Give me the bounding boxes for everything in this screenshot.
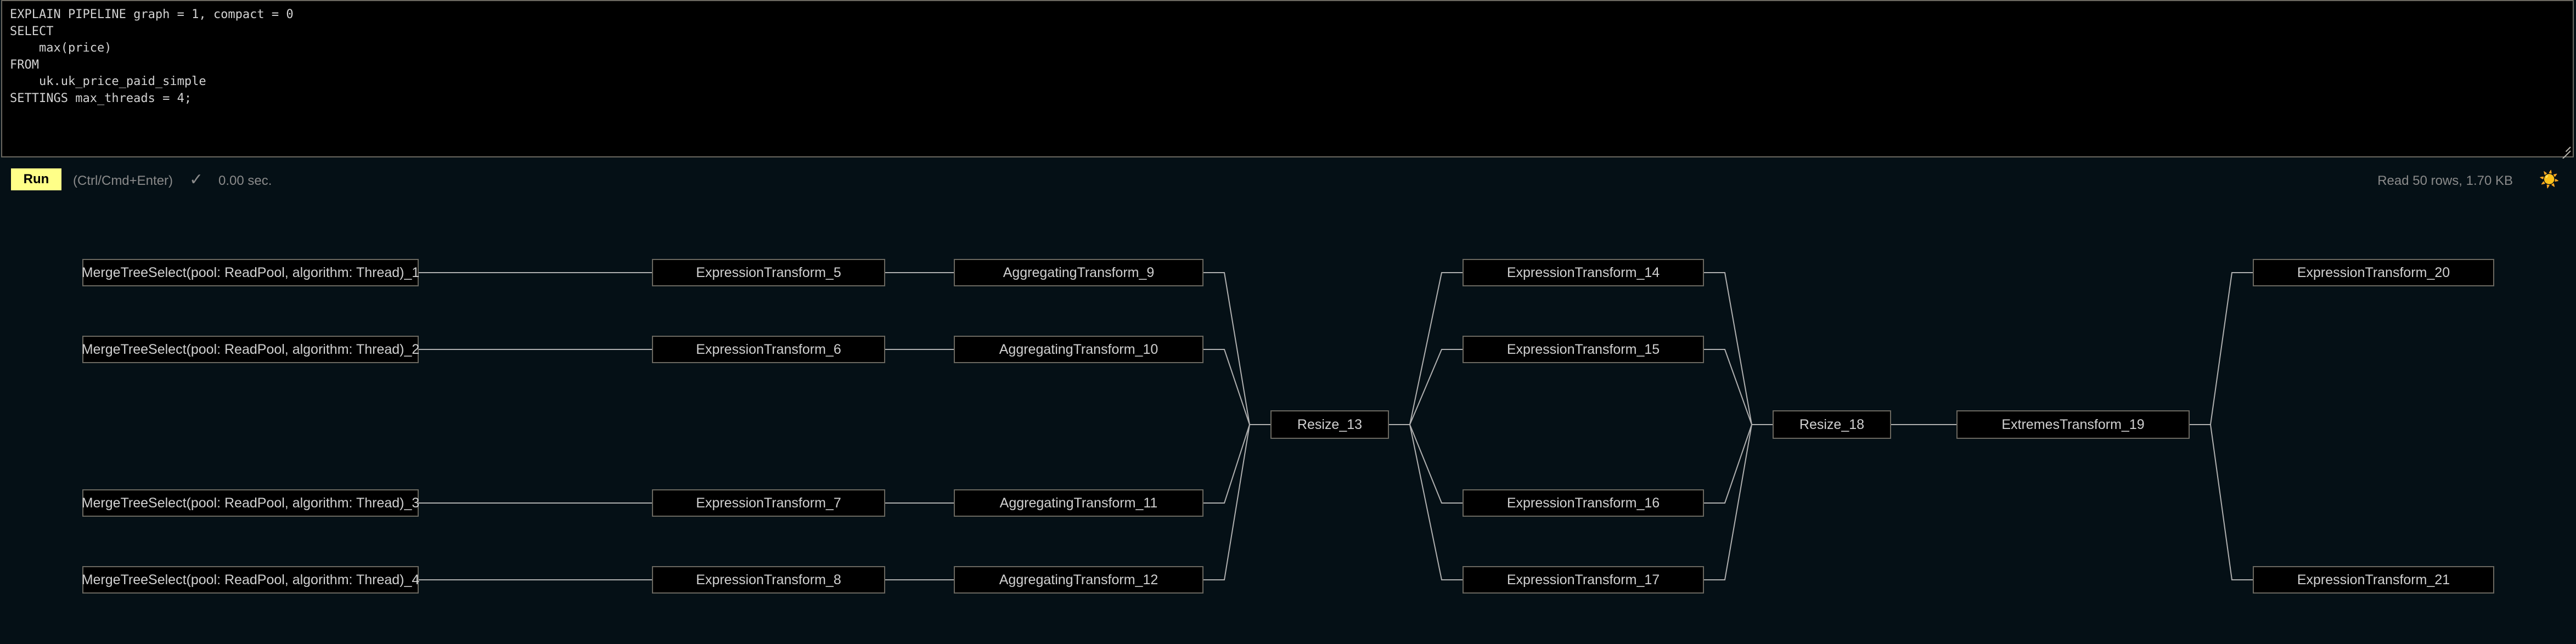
graph-node[interactable]: ExpressionTransform_7 xyxy=(652,489,885,517)
graph-edge xyxy=(1203,424,1270,504)
graph-node-label: MergeTreeSelect(pool: ReadPool, algorith… xyxy=(81,264,420,280)
graph-edge xyxy=(1389,424,1463,580)
elapsed-time-label: 0.00 sec. xyxy=(218,173,272,188)
graph-node[interactable]: ExpressionTransform_17 xyxy=(1463,566,1704,594)
graph-edge xyxy=(1203,349,1270,425)
graph-edge xyxy=(1704,272,1773,425)
graph-node[interactable]: MergeTreeSelect(pool: ReadPool, algorith… xyxy=(82,489,419,517)
graph-node-label: ExpressionTransform_20 xyxy=(2297,264,2450,280)
graph-node[interactable]: AggregatingTransform_11 xyxy=(954,489,1203,517)
graph-node[interactable]: Resize_13 xyxy=(1270,410,1389,439)
graph-node-label: AggregatingTransform_10 xyxy=(999,341,1158,357)
graph-node[interactable]: MergeTreeSelect(pool: ReadPool, algorith… xyxy=(82,259,419,286)
graph-edge xyxy=(1389,272,1463,425)
graph-node-label: ExpressionTransform_8 xyxy=(696,572,841,587)
graph-node-label: ExtremesTransform_19 xyxy=(2001,416,2145,432)
graph-node-label: ExpressionTransform_14 xyxy=(1506,264,1660,280)
graph-edge-layer xyxy=(419,272,2253,580)
graph-node-label: ExpressionTransform_7 xyxy=(696,495,841,511)
graph-node[interactable]: ExtremesTransform_19 xyxy=(1956,410,2190,439)
read-stats-label: Read 50 rows, 1.70 KB xyxy=(2377,173,2513,188)
graph-node-label: ExpressionTransform_15 xyxy=(1506,341,1660,357)
sql-query-input[interactable] xyxy=(1,0,2574,157)
graph-edge xyxy=(1704,424,1773,504)
graph-node-label: ExpressionTransform_5 xyxy=(696,264,841,280)
graph-node-label: Resize_13 xyxy=(1297,416,1363,432)
graph-edge xyxy=(1389,424,1463,504)
graph-node-label: Resize_18 xyxy=(1799,416,1865,432)
graph-node-label: AggregatingTransform_11 xyxy=(999,495,1158,511)
graph-edge xyxy=(1704,424,1773,580)
graph-node[interactable]: ExpressionTransform_5 xyxy=(652,259,885,286)
graph-edge xyxy=(1704,349,1773,425)
graph-node[interactable]: AggregatingTransform_9 xyxy=(954,259,1203,286)
graph-node[interactable]: MergeTreeSelect(pool: ReadPool, algorith… xyxy=(82,336,419,363)
graph-node[interactable]: ExpressionTransform_20 xyxy=(2253,259,2494,286)
graph-edge xyxy=(1389,349,1463,425)
graph-node[interactable]: ExpressionTransform_16 xyxy=(1463,489,1704,517)
query-toolbar: Run (Ctrl/Cmd+Enter) ✓ 0.00 sec. Read 50… xyxy=(0,159,2576,199)
sun-icon[interactable]: ☀️ xyxy=(2539,171,2560,189)
graph-node-label: ExpressionTransform_6 xyxy=(696,341,841,357)
graph-node-label: ExpressionTransform_17 xyxy=(1506,572,1660,587)
graph-node[interactable]: Resize_18 xyxy=(1773,410,1891,439)
graph-node-label: ExpressionTransform_21 xyxy=(2297,572,2450,587)
graph-edge xyxy=(2190,272,2253,425)
graph-node[interactable]: AggregatingTransform_10 xyxy=(954,336,1203,363)
graph-node[interactable]: ExpressionTransform_8 xyxy=(652,566,885,594)
graph-node-label: AggregatingTransform_9 xyxy=(1003,264,1155,280)
sql-editor-panel xyxy=(0,0,2576,159)
graph-edge xyxy=(1203,424,1270,580)
graph-node[interactable]: ExpressionTransform_14 xyxy=(1463,259,1704,286)
graph-node[interactable]: ExpressionTransform_6 xyxy=(652,336,885,363)
graph-node-label: AggregatingTransform_12 xyxy=(999,572,1158,587)
graph-node-label: MergeTreeSelect(pool: ReadPool, algorith… xyxy=(81,572,420,587)
graph-node[interactable]: ExpressionTransform_21 xyxy=(2253,566,2494,594)
graph-node-label: MergeTreeSelect(pool: ReadPool, algorith… xyxy=(81,495,420,511)
run-button[interactable]: Run xyxy=(11,168,61,190)
graph-node[interactable]: MergeTreeSelect(pool: ReadPool, algorith… xyxy=(82,566,419,594)
run-hotkey-hint: (Ctrl/Cmd+Enter) xyxy=(73,173,173,188)
graph-node-label: MergeTreeSelect(pool: ReadPool, algorith… xyxy=(81,341,420,357)
graph-edge xyxy=(2190,424,2253,580)
graph-node[interactable]: AggregatingTransform_12 xyxy=(954,566,1203,594)
graph-node-label: ExpressionTransform_16 xyxy=(1506,495,1660,511)
graph-edge xyxy=(1203,272,1270,425)
graph-node[interactable]: ExpressionTransform_15 xyxy=(1463,336,1704,363)
pipeline-graph: MergeTreeSelect(pool: ReadPool, algorith… xyxy=(0,199,2576,644)
check-mark-icon: ✓ xyxy=(189,171,204,189)
